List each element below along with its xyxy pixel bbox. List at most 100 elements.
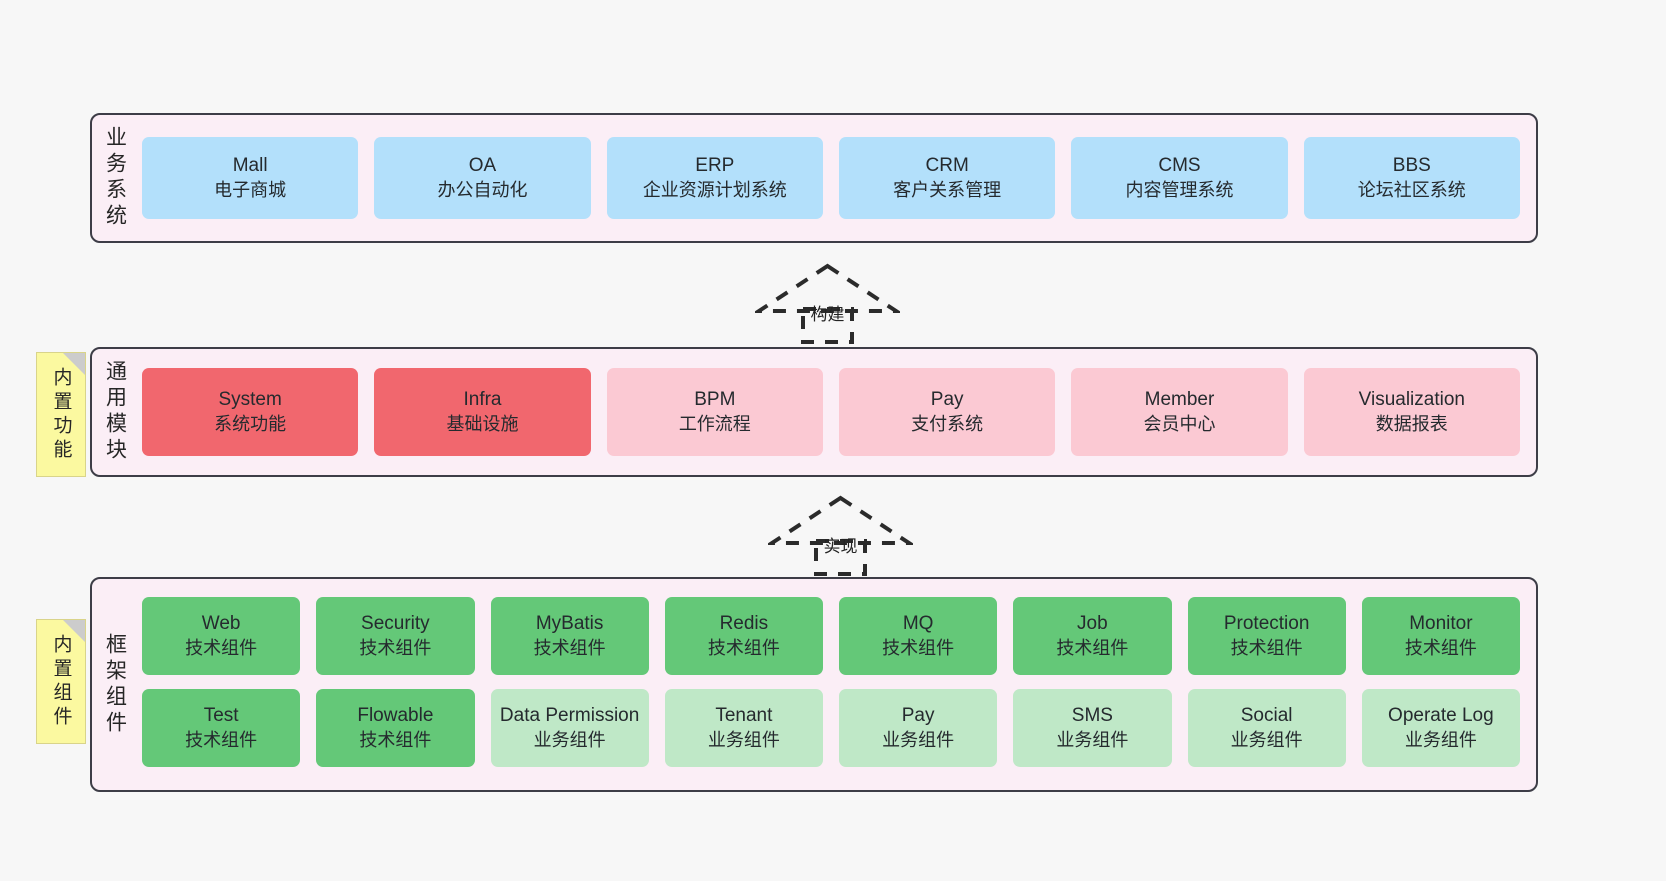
card-member-desc: 会员中心 [1143, 413, 1216, 434]
card-security[interactable]: Security 技术组件 [316, 597, 475, 675]
card-job[interactable]: Job 技术组件 [1013, 597, 1172, 675]
card-system[interactable]: System 系统功能 [142, 368, 359, 456]
card-security-name: Security [361, 613, 430, 635]
layer-framework-components: 框架组件 Web 技术组件 Security 技术组件 MyBatis 技术组件… [90, 577, 1538, 792]
card-visualization[interactable]: Visualization 数据报表 [1303, 368, 1520, 456]
card-bbs[interactable]: BBS 论坛社区系统 [1303, 137, 1520, 219]
card-mybatis-name: MyBatis [535, 613, 604, 635]
layer-body-business-systems: Mall 电子商城 OA 办公自动化 ERP 企业资源计划系统 CRM 客户关系… [138, 115, 1536, 241]
card-bpm-name: BPM [694, 389, 736, 411]
card-mall-name: Mall [232, 155, 268, 177]
card-test-desc: 技术组件 [185, 729, 258, 750]
card-social-name: Social [1240, 705, 1293, 727]
card-operate-log-desc: 业务组件 [1404, 729, 1477, 750]
layer-business-systems: 业务系统 Mall 电子商城 OA 办公自动化 ERP 企业资源计划系统 CRM… [90, 113, 1538, 243]
card-mybatis-desc: 技术组件 [533, 637, 606, 658]
card-infra[interactable]: Infra 基础设施 [374, 368, 591, 456]
sticky-note-builtin-components: 内置组件 [36, 619, 86, 744]
card-infra-desc: 基础设施 [446, 413, 519, 434]
card-monitor[interactable]: Monitor 技术组件 [1361, 597, 1520, 675]
card-sms-name: SMS [1071, 705, 1113, 727]
layer-title-common-modules: 通用模块 [103, 360, 127, 464]
card-bbs-name: BBS [1392, 155, 1431, 177]
card-tenant[interactable]: Tenant 业务组件 [664, 689, 823, 767]
connector-implement-label: 实现 [823, 537, 858, 556]
connector-build-label: 构建 [810, 305, 845, 324]
card-flowable[interactable]: Flowable 技术组件 [316, 689, 475, 767]
card-tenant-name: Tenant [715, 705, 773, 727]
card-social[interactable]: Social 业务组件 [1187, 689, 1346, 767]
card-redis-desc: 技术组件 [707, 637, 780, 658]
card-sms-desc: 业务组件 [1056, 729, 1129, 750]
card-pay-module-desc: 支付系统 [911, 413, 984, 434]
card-mall[interactable]: Mall 电子商城 [142, 137, 359, 219]
card-sms[interactable]: SMS 业务组件 [1013, 689, 1172, 767]
card-erp-name: ERP [695, 155, 735, 177]
layer-body-framework-components: Web 技术组件 Security 技术组件 MyBatis 技术组件 Redi… [138, 579, 1536, 790]
card-pay-component-desc: 业务组件 [882, 729, 955, 750]
card-oa-name: OA [468, 155, 497, 177]
card-pay-component-name: Pay [901, 705, 935, 727]
card-security-desc: 技术组件 [359, 637, 432, 658]
card-pay-module[interactable]: Pay 支付系统 [838, 368, 1056, 456]
card-test[interactable]: Test 技术组件 [142, 689, 301, 767]
card-web-name: Web [201, 613, 241, 635]
card-data-permission-desc: 业务组件 [533, 729, 606, 750]
card-bbs-desc: 论坛社区系统 [1357, 179, 1466, 200]
card-visualization-desc: 数据报表 [1375, 413, 1448, 434]
sticky-note-builtin-features-label: 内置功能 [50, 366, 72, 463]
card-protection-name: Protection [1223, 613, 1310, 635]
card-cms-desc: 内容管理系统 [1125, 179, 1234, 200]
card-bpm[interactable]: BPM 工作流程 [606, 368, 823, 456]
framework-row-business: Test 技术组件 Flowable 技术组件 Data Permission … [142, 689, 1520, 767]
card-operate-log[interactable]: Operate Log 业务组件 [1361, 689, 1520, 767]
card-flowable-desc: 技术组件 [359, 729, 432, 750]
layer-common-modules: 通用模块 System 系统功能 Infra 基础设施 BPM 工作流程 Pay… [90, 347, 1538, 477]
card-pay-component[interactable]: Pay 业务组件 [839, 689, 998, 767]
card-member-name: Member [1144, 389, 1215, 411]
card-data-permission[interactable]: Data Permission 业务组件 [490, 689, 649, 767]
connector-implement: 实现 [768, 494, 913, 576]
card-mq-name: MQ [902, 613, 934, 635]
card-pay-module-name: Pay [930, 389, 964, 411]
card-mall-desc: 电子商城 [214, 179, 287, 200]
card-monitor-desc: 技术组件 [1404, 637, 1477, 658]
card-visualization-name: Visualization [1358, 389, 1465, 411]
card-job-name: Job [1077, 613, 1108, 635]
card-web[interactable]: Web 技术组件 [142, 597, 301, 675]
card-infra-name: Infra [463, 389, 502, 411]
card-monitor-name: Monitor [1409, 613, 1473, 635]
card-web-desc: 技术组件 [185, 637, 258, 658]
card-member[interactable]: Member 会员中心 [1071, 368, 1288, 456]
connector-build: 构建 [755, 262, 900, 344]
card-erp[interactable]: ERP 企业资源计划系统 [606, 137, 823, 219]
card-tenant-desc: 业务组件 [707, 729, 780, 750]
card-crm-name: CRM [925, 155, 969, 177]
card-erp-desc: 企业资源计划系统 [642, 179, 787, 200]
sticky-note-builtin-features: 内置功能 [36, 352, 86, 477]
card-system-desc: 系统功能 [214, 413, 287, 434]
card-data-permission-name: Data Permission [499, 705, 640, 727]
layer-title-business-systems: 业务系统 [103, 126, 127, 230]
card-crm-desc: 客户关系管理 [893, 179, 1002, 200]
layer-body-common-modules: System 系统功能 Infra 基础设施 BPM 工作流程 Pay 支付系统… [138, 349, 1536, 475]
card-mq[interactable]: MQ 技术组件 [839, 597, 998, 675]
card-redis-name: Redis [719, 613, 769, 635]
card-mybatis[interactable]: MyBatis 技术组件 [490, 597, 649, 675]
card-mq-desc: 技术组件 [882, 637, 955, 658]
card-oa-desc: 办公自动化 [437, 179, 528, 200]
card-oa[interactable]: OA 办公自动化 [374, 137, 591, 219]
card-job-desc: 技术组件 [1056, 637, 1129, 658]
card-bpm-desc: 工作流程 [678, 413, 751, 434]
framework-row-technical: Web 技术组件 Security 技术组件 MyBatis 技术组件 Redi… [142, 597, 1520, 675]
layer-title-framework-components: 框架组件 [103, 632, 127, 737]
card-redis[interactable]: Redis 技术组件 [664, 597, 823, 675]
card-social-desc: 业务组件 [1230, 729, 1303, 750]
card-cms-name: CMS [1158, 155, 1201, 177]
card-cms[interactable]: CMS 内容管理系统 [1071, 137, 1288, 219]
card-operate-log-name: Operate Log [1388, 705, 1494, 727]
sticky-note-builtin-components-label: 内置组件 [50, 633, 72, 730]
card-crm[interactable]: CRM 客户关系管理 [838, 137, 1056, 219]
card-protection[interactable]: Protection 技术组件 [1187, 597, 1346, 675]
